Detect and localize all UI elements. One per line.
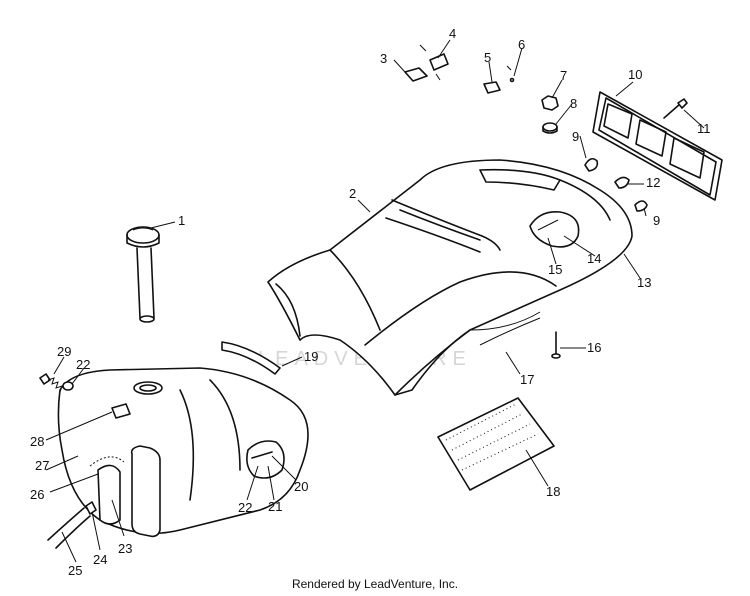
callout-2: 2 — [349, 186, 356, 201]
small-parts-5-6 — [483, 65, 515, 94]
taillight-housing — [592, 91, 723, 201]
clip-parts — [404, 44, 449, 82]
callout-4: 4 — [449, 26, 456, 41]
callout-9b: 9 — [653, 213, 660, 228]
strap — [221, 341, 281, 375]
callout-20: 20 — [294, 479, 308, 494]
callout-10: 10 — [628, 67, 642, 82]
leader-lines — [45, 39, 705, 563]
spring-fitting — [39, 373, 74, 393]
seat-foam-pad — [437, 397, 555, 491]
callout-16: 16 — [587, 340, 601, 355]
callout-11: 11 — [697, 121, 711, 136]
callout-9a: 9 — [572, 129, 579, 144]
callout-28: 28 — [30, 434, 44, 449]
callout-13: 13 — [637, 275, 651, 290]
callout-22b: 22 — [76, 357, 90, 372]
callout-3: 3 — [380, 51, 387, 66]
nut-and-grommet — [541, 95, 559, 134]
bolt-16 — [551, 331, 561, 359]
callout-27: 27 — [35, 458, 49, 473]
callout-18: 18 — [546, 484, 560, 499]
callout-12: 12 — [646, 175, 660, 190]
screw-11 — [663, 98, 688, 119]
callout-labels: 1 2 3 4 5 6 7 8 9 9 10 11 12 13 14 15 16… — [30, 26, 711, 578]
callout-24: 24 — [93, 552, 107, 567]
callout-15: 15 — [548, 262, 562, 277]
callout-23: 23 — [118, 541, 132, 556]
seat-assembly — [267, 159, 633, 396]
callout-5: 5 — [484, 50, 491, 65]
callout-8: 8 — [570, 96, 577, 111]
callout-19: 19 — [304, 349, 318, 364]
render-credit: Rendered by LeadVenture, Inc. — [291, 577, 459, 591]
callout-25: 25 — [68, 563, 82, 578]
callout-29: 29 — [57, 344, 71, 359]
fuel-hose — [47, 501, 97, 549]
callout-26: 26 — [30, 487, 44, 502]
callout-6: 6 — [518, 37, 525, 52]
callout-1: 1 — [178, 213, 185, 228]
callout-17: 17 — [520, 372, 534, 387]
callout-14: 14 — [587, 251, 601, 266]
filler-tube — [126, 226, 160, 323]
callout-21: 21 — [268, 499, 282, 514]
callout-22a: 22 — [238, 500, 252, 515]
fuel-tank — [57, 367, 309, 538]
bulbs — [584, 157, 648, 212]
callout-7: 7 — [560, 68, 567, 83]
